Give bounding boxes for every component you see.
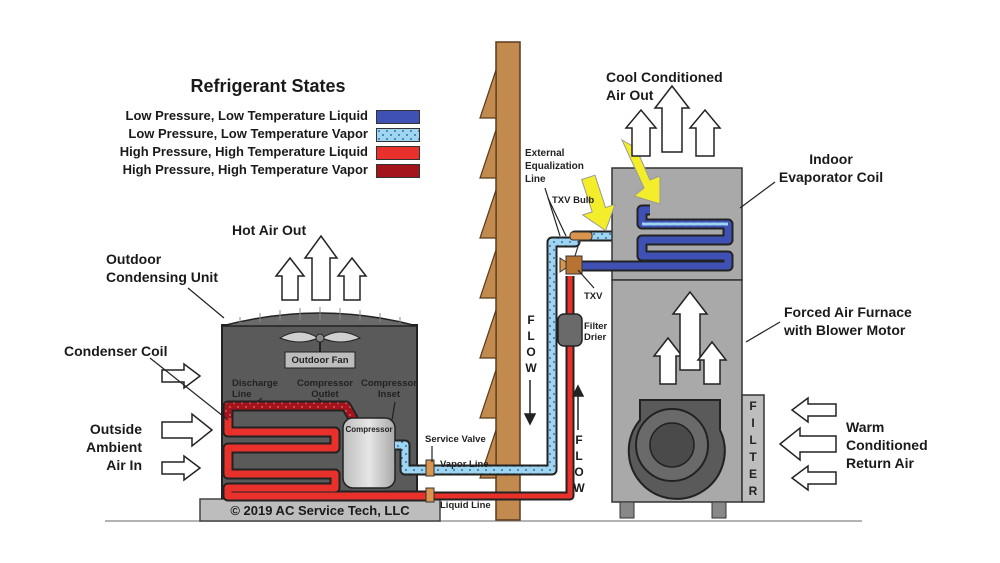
cool-air-arrow-icon bbox=[624, 108, 658, 157]
evaporator-coil bbox=[580, 204, 734, 272]
outdoor-fan-label-box bbox=[284, 351, 356, 369]
furnace-air-arrow-icon bbox=[696, 340, 728, 385]
liquid-line-pipe bbox=[430, 276, 575, 501]
txv-icon bbox=[559, 231, 593, 275]
hot-air-arrow-icon bbox=[303, 234, 339, 301]
outdoor-fan-icon bbox=[278, 331, 362, 352]
unit-base-pad bbox=[199, 498, 441, 522]
house-wall bbox=[479, 41, 521, 521]
ambient-air-arrow-icon bbox=[161, 454, 202, 482]
ambient-air-arrow-icon bbox=[161, 412, 214, 448]
return-air-arrow-icon bbox=[790, 464, 837, 492]
flow-up-arrow-icon bbox=[571, 384, 585, 430]
furnace-air-arrow-icon bbox=[652, 336, 684, 385]
furnace-foot-left bbox=[619, 501, 635, 519]
filter-slot bbox=[741, 394, 765, 503]
flow-down-arrow-icon bbox=[523, 380, 537, 426]
hot-air-arrow-icon bbox=[274, 256, 306, 301]
hot-air-arrow-icon bbox=[336, 256, 368, 301]
service-valve-liquid-icon bbox=[425, 487, 435, 503]
cool-air-arrow-icon bbox=[653, 84, 691, 153]
furnace-foot-right bbox=[711, 501, 727, 519]
leader-lines bbox=[149, 181, 781, 462]
cool-air-arrow-icon bbox=[688, 108, 722, 157]
condenser-coil bbox=[222, 400, 428, 502]
ambient-air-arrow-icon bbox=[161, 362, 202, 390]
return-air-arrow-icon bbox=[778, 426, 837, 462]
return-air-arrow-icon bbox=[790, 396, 837, 424]
txv-bulb-icon bbox=[569, 231, 593, 241]
blower-motor-icon bbox=[627, 399, 726, 500]
service-valve-vapor-icon bbox=[425, 459, 435, 477]
filter-drier-icon bbox=[557, 313, 583, 347]
compressor bbox=[342, 417, 396, 489]
